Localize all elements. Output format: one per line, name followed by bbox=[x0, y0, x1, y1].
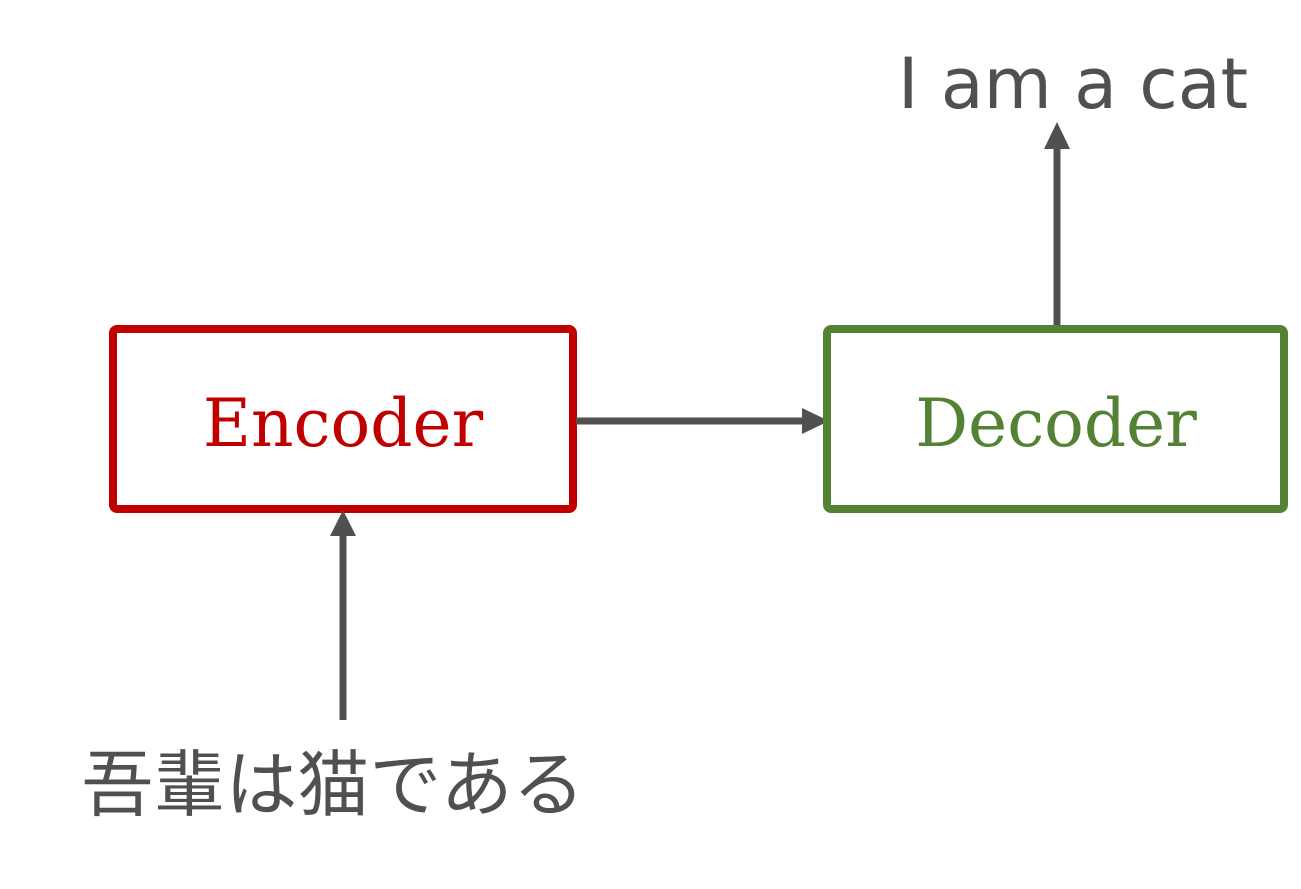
decoder-box bbox=[823, 325, 1288, 513]
input-to-encoder-arrow bbox=[330, 510, 356, 720]
encoder-box bbox=[109, 325, 577, 513]
decoder-to-output-arrow bbox=[1044, 122, 1070, 327]
input-text: 吾輩は猫である bbox=[81, 743, 584, 827]
encoder-to-decoder-arrow bbox=[576, 408, 829, 434]
output-text: I am a cat bbox=[898, 43, 1248, 125]
decoder-label: Decoder bbox=[915, 385, 1197, 462]
encoder-label: Encoder bbox=[203, 385, 484, 462]
